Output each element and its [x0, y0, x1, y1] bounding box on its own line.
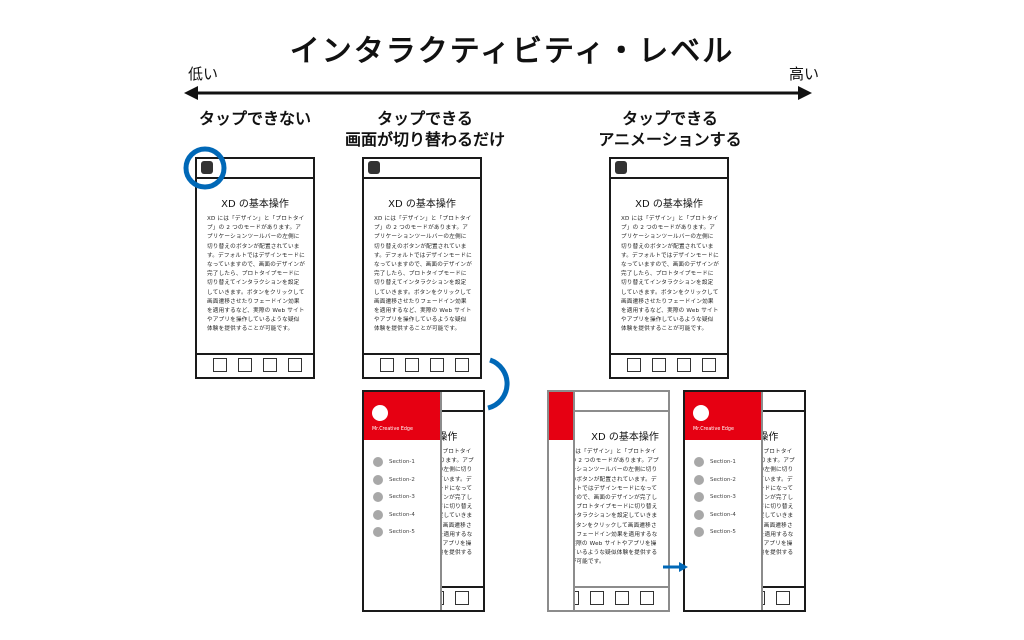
slide-arrow-head — [679, 562, 688, 572]
circle-icon — [373, 457, 383, 467]
tab-square[interactable] — [627, 358, 641, 372]
transition-arc — [487, 357, 510, 411]
drawer-item-label: Section-2 — [389, 477, 415, 483]
phone-mockup-drawer-open-animated: XD の基本操作 XD には「デザイン」と「プロトタイプ」の 2 つのモードがあ… — [683, 390, 806, 612]
drawer-item-label: Section-5 — [389, 529, 415, 535]
tab-square[interactable] — [776, 591, 790, 605]
circle-icon — [373, 475, 383, 485]
circle-icon — [694, 527, 704, 537]
column-label-2: タップできる 画面が切り替わるだけ — [335, 108, 515, 150]
circle-icon — [694, 510, 704, 520]
tab-square[interactable] — [455, 591, 469, 605]
column-label-3-line2: アニメーションする — [598, 130, 742, 149]
phone-mockup-animate: XD の基本操作 XD には「デザイン」と「プロトタイプ」の 2 つのモードがあ… — [609, 157, 729, 379]
column-label-3: タップできる アニメーションする — [585, 108, 755, 150]
circle-icon — [373, 510, 383, 520]
phone-title: XD の基本操作 — [388, 199, 456, 210]
drawer-item-label: Section-3 — [389, 494, 415, 500]
menu-icon[interactable] — [368, 161, 380, 174]
drawer-item-label: Section-1 — [389, 459, 415, 465]
drawer-header: Mr.Creative Edge — [685, 392, 761, 440]
tab-square — [238, 358, 252, 372]
column-label-3-line1: タップできる — [622, 109, 718, 128]
circle-icon — [694, 457, 704, 467]
phone-body: XD には「デザイン」と「プロトタイプ」の 2 つのモードがあります。アプリケー… — [621, 216, 719, 333]
nav-drawer: Mr.Creative Edge Section-1 Section-2 Sec… — [685, 392, 763, 610]
phone-body: XD には「デザイン」と「プロトタイプ」の 2 つのモードがあります。アプリケー… — [559, 449, 659, 566]
phone-title: XD の基本操作 — [635, 199, 703, 210]
phone-title: XD の基本操作 — [591, 432, 659, 443]
tab-square[interactable] — [615, 591, 629, 605]
drawer-item-label: Section-5 — [710, 529, 736, 535]
phone-header — [364, 159, 480, 179]
drawer-brand: Mr.Creative Edge — [372, 427, 413, 432]
drawer-header: Mr.Creative Edge — [364, 392, 440, 440]
phone-tabbar — [364, 353, 480, 377]
column-label-1-line1: タップできない — [198, 109, 311, 128]
avatar — [693, 405, 709, 421]
circle-icon — [373, 492, 383, 502]
phone-mockup-switch: XD の基本操作 XD には「デザイン」と「プロトタイプ」の 2 つのモードがあ… — [362, 157, 482, 379]
phone-mockup-drawer-sliding: XD の基本操作 XD には「デザイン」と「プロトタイプ」の 2 つのモードがあ… — [547, 390, 670, 612]
menu-icon[interactable] — [615, 161, 627, 174]
drawer-header — [549, 392, 573, 440]
tab-square[interactable] — [640, 591, 654, 605]
tab-square[interactable] — [455, 358, 469, 372]
tab-square — [213, 358, 227, 372]
phone-header — [611, 159, 727, 179]
tab-square[interactable] — [590, 591, 604, 605]
phone-header — [197, 159, 313, 179]
circle-icon — [373, 527, 383, 537]
circle-icon — [694, 492, 704, 502]
column-label-2-line1: タップできる — [377, 109, 473, 128]
tab-square[interactable] — [380, 358, 394, 372]
drawer-item-label: Section-2 — [710, 477, 736, 483]
phone-title: XD の基本操作 — [221, 199, 289, 210]
drawer-item-label: Section-4 — [710, 512, 736, 518]
nav-drawer: Mr.Creative Edge Section-1 Section-2 Sec… — [364, 392, 442, 610]
drawer-brand: Mr.Creative Edge — [693, 427, 734, 432]
tab-square[interactable] — [405, 358, 419, 372]
circle-icon — [694, 475, 704, 485]
phone-mockup-static: XD の基本操作 XD には「デザイン」と「プロトタイプ」の 2 つのモードがあ… — [195, 157, 315, 379]
tab-square — [263, 358, 277, 372]
drawer-item-label: Section-4 — [389, 512, 415, 518]
scale-high-label: 高い — [789, 65, 820, 83]
tab-square[interactable] — [702, 358, 716, 372]
drawer-item-label: Section-1 — [710, 459, 736, 465]
phone-mockup-drawer-open: XD の基本操作 XD には「デザイン」と「プロトタイプ」の 2 つのモードがあ… — [362, 390, 485, 612]
phone-tabbar — [611, 353, 727, 377]
scale-low-label: 低い — [188, 65, 219, 83]
tab-square[interactable] — [677, 358, 691, 372]
avatar — [372, 405, 388, 421]
nav-drawer-partial — [549, 392, 575, 610]
scale-arrow — [184, 86, 812, 100]
tab-square[interactable] — [652, 358, 666, 372]
tab-square — [288, 358, 302, 372]
phone-header — [549, 392, 668, 412]
column-label-2-line2: 画面が切り替わるだけ — [344, 130, 505, 149]
phone-body: XD には「デザイン」と「プロトタイプ」の 2 つのモードがあります。アプリケー… — [374, 216, 472, 333]
tab-square[interactable] — [430, 358, 444, 372]
phone-tabbar — [197, 353, 313, 377]
phone-body: XD には「デザイン」と「プロトタイプ」の 2 つのモードがあります。アプリケー… — [207, 216, 305, 333]
drawer-item-label: Section-3 — [710, 494, 736, 500]
tap-highlight-circle — [183, 146, 227, 190]
page-title: インタラクティビティ・レベル — [289, 34, 735, 69]
menu-icon — [201, 161, 213, 174]
column-label-1: タップできない — [180, 108, 330, 129]
